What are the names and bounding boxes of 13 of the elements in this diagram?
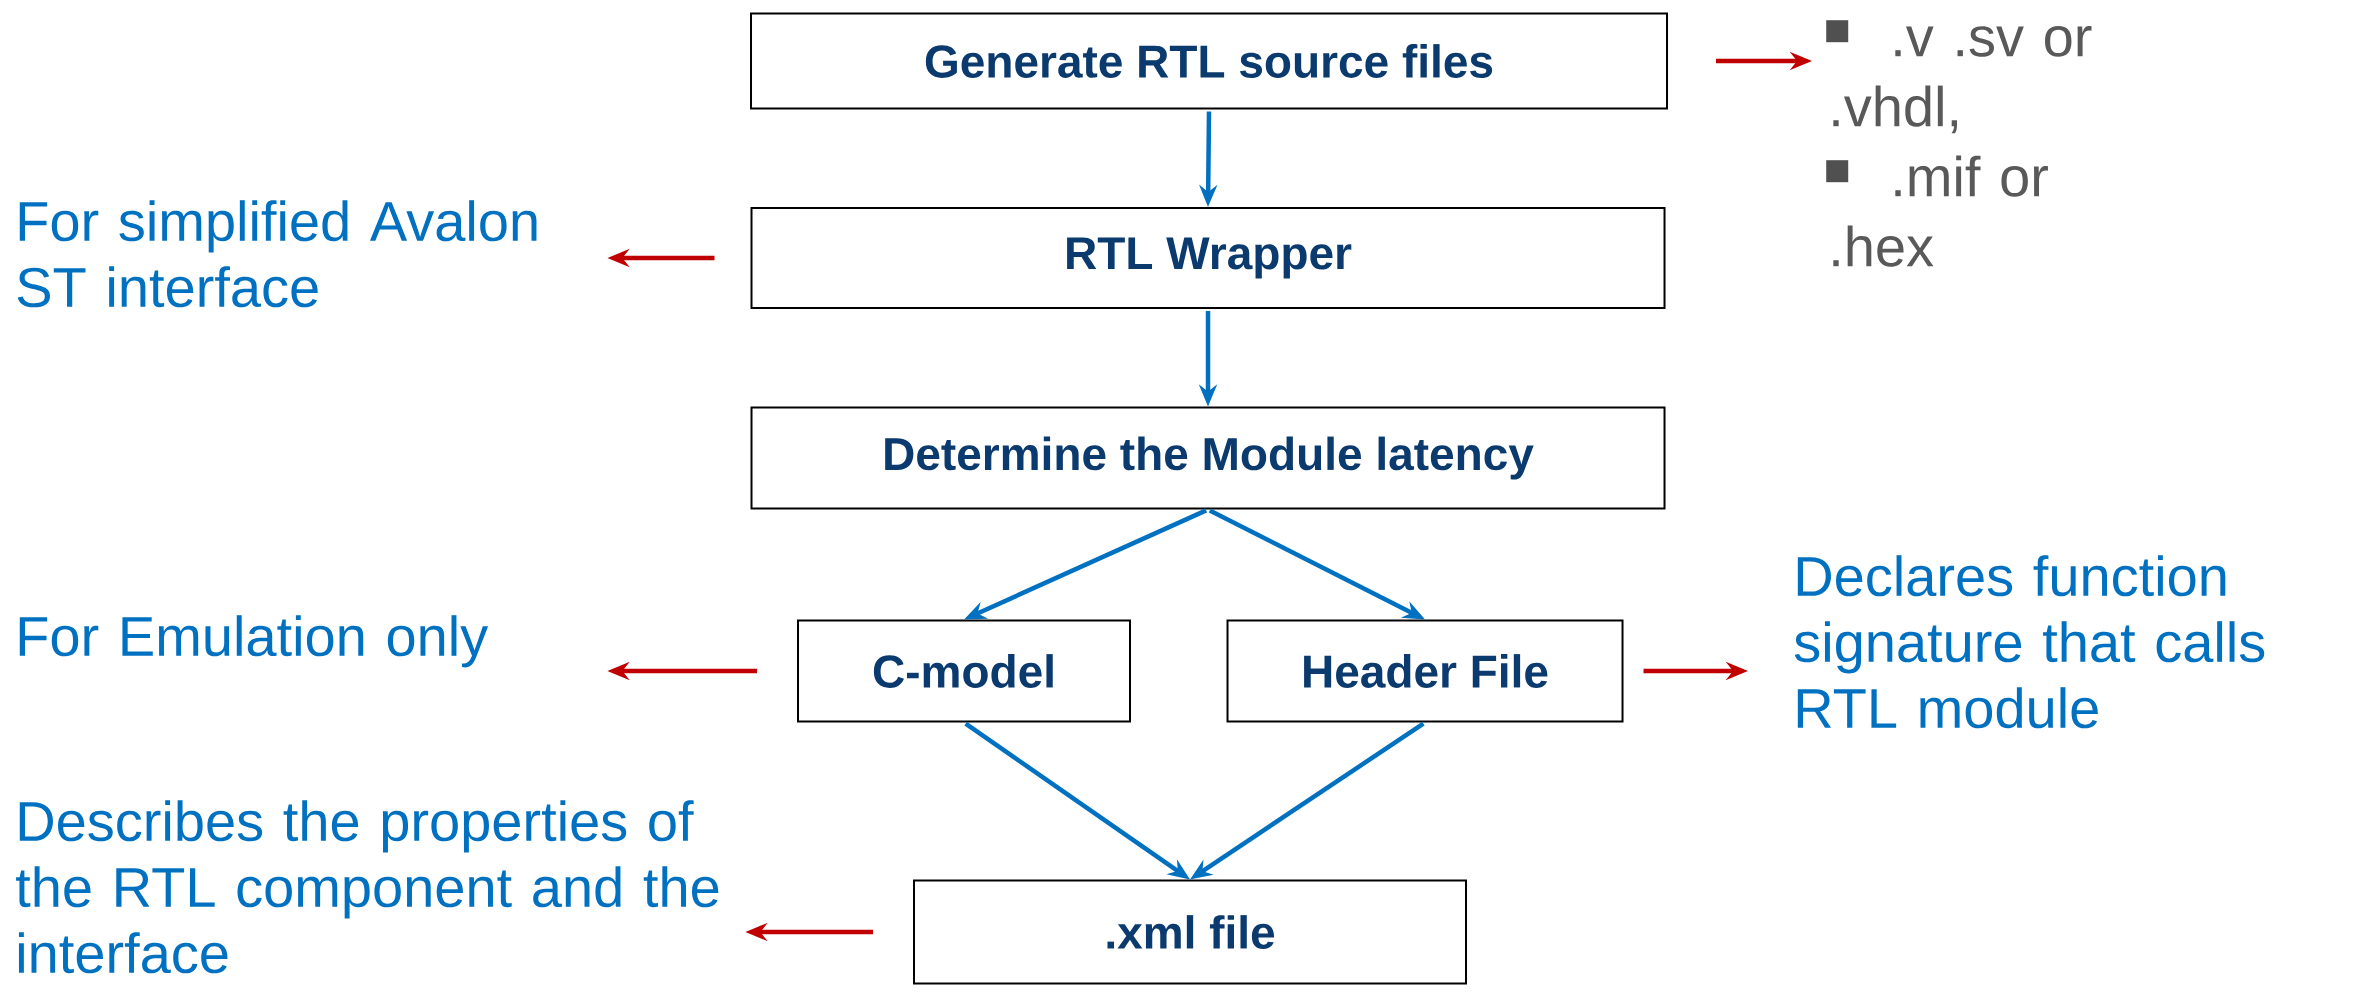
process-box: Generate RTL source files — [750, 12, 1668, 110]
process-box: Header File — [1226, 619, 1624, 723]
bullet-list: .v .sv or .vhdl, .mif or .hex — [1826, 20, 2092, 267]
process-box: C-model — [797, 619, 1131, 723]
note-text: Declares function signature that calls RTL module — [1794, 555, 2265, 729]
process-box: .xml file — [913, 879, 1467, 985]
note-text: For simplified Avalon ST interface — [17, 200, 537, 308]
node-label: .mif or .hex — [1833, 155, 2048, 267]
note-text: For Emulation only — [19, 615, 489, 668]
process-box: Determine the Module latency — [750, 406, 1666, 510]
note-text: Describes the properties of the RTL component and the interface — [16, 800, 719, 974]
process-box: RTL Wrapper — [750, 207, 1666, 309]
node-label: .v .sv or .vhdl, — [1833, 26, 2092, 134]
